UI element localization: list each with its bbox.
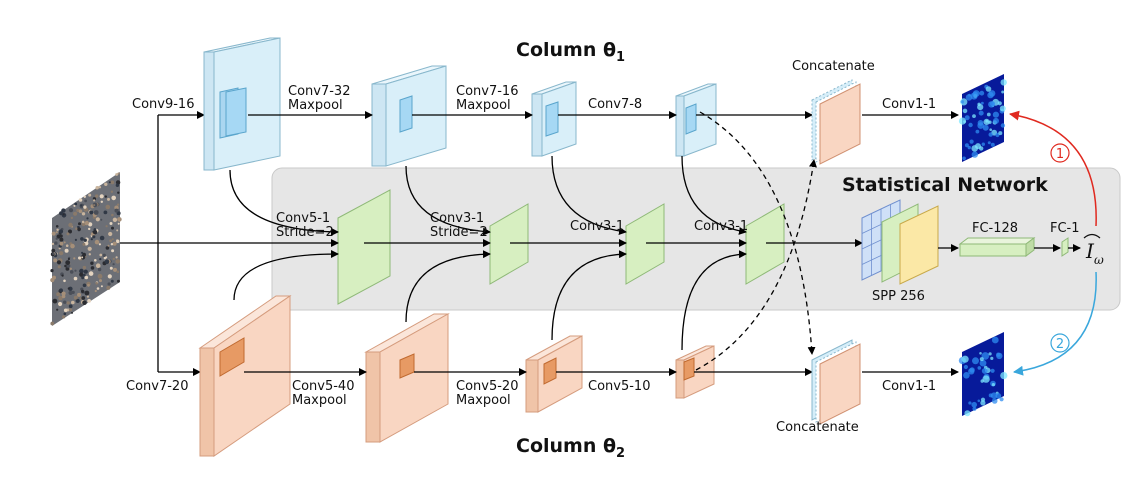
- bottom-layer-4-label: Conv5-10: [588, 379, 650, 394]
- input-crowd-image: [50, 172, 122, 326]
- top-layer-3-label: Conv7-16: [456, 84, 518, 99]
- statistical-network-title: Statistical Network: [842, 174, 1048, 196]
- feedback-arrow-1: [1009, 110, 1097, 227]
- middle-plane-1: [337, 189, 391, 305]
- top-layer-1-label: Conv9-16: [132, 97, 194, 112]
- fc128-block: [958, 237, 1036, 257]
- spp-block: [861, 199, 939, 285]
- top-conv1-label: Conv1-1: [882, 97, 936, 112]
- middle-layer-2-stride: Stride=2: [430, 225, 488, 240]
- spp-label: SPP 256: [872, 289, 925, 304]
- top-block-2: [371, 65, 447, 167]
- top-block-3: [531, 81, 577, 157]
- bottom-concatenate-stack: [811, 339, 861, 425]
- top-concat-label: Concatenate: [792, 59, 875, 74]
- middle-plane-3: [625, 203, 665, 285]
- bottom-concat-label: Concatenate: [776, 420, 859, 435]
- marker-1-label: 1: [1056, 147, 1064, 162]
- svg-text:ω: ω: [1094, 253, 1104, 267]
- bottom-layer-3-pool: Maxpool: [456, 393, 511, 408]
- marker-2-label: 2: [1056, 337, 1064, 352]
- bottom-density-map: [958, 332, 1008, 417]
- bottom-layer-2-pool: Maxpool: [292, 393, 347, 408]
- fc1-block: [1061, 237, 1069, 257]
- top-density-map: [958, 74, 1007, 162]
- middle-plane-4: [745, 203, 785, 285]
- bottom-layer-3-label: Conv5-20: [456, 379, 518, 394]
- column2-title: Column θ2: [516, 435, 625, 461]
- bottom-block-3: [525, 335, 583, 413]
- top-block-4: [675, 83, 717, 157]
- middle-layer-3-label: Conv3-1: [570, 219, 624, 234]
- top-layer-2-label: Conv7-32: [288, 84, 350, 99]
- marker-2-circle: [1050, 333, 1070, 353]
- middle-plane-2: [489, 203, 529, 285]
- top-layer-2-pool: Maxpool: [288, 98, 343, 113]
- top-block-1: [203, 37, 281, 171]
- column1-title: Column θ1: [516, 39, 625, 65]
- middle-layer-1-stride: Stride=2: [276, 225, 334, 240]
- output-symbol: I ω: [1083, 233, 1104, 267]
- top-concatenate-stack: [811, 79, 861, 165]
- fc128-label: FC-128: [972, 221, 1018, 236]
- top-layer-3-pool: Maxpool: [456, 98, 511, 113]
- bottom-block-1: [198, 295, 292, 457]
- bottom-layer-1-label: Conv7-20: [126, 379, 188, 394]
- marker-1-circle: [1050, 143, 1070, 163]
- svg-text:I: I: [1085, 239, 1095, 263]
- top-layer-4-label: Conv7-8: [588, 97, 642, 112]
- feedback-arrow-2: [1013, 271, 1097, 376]
- bottom-layer-2-label: Conv5-40: [292, 379, 354, 394]
- bottom-block-2: [364, 313, 450, 443]
- middle-layer-4-label: Conv3-1: [694, 219, 748, 234]
- middle-layer-2-label: Conv3-1: [430, 211, 484, 226]
- bottom-conv1-label: Conv1-1: [882, 379, 936, 394]
- middle-layer-1-label: Conv5-1: [276, 211, 330, 226]
- fc1-label: FC-1: [1050, 221, 1080, 236]
